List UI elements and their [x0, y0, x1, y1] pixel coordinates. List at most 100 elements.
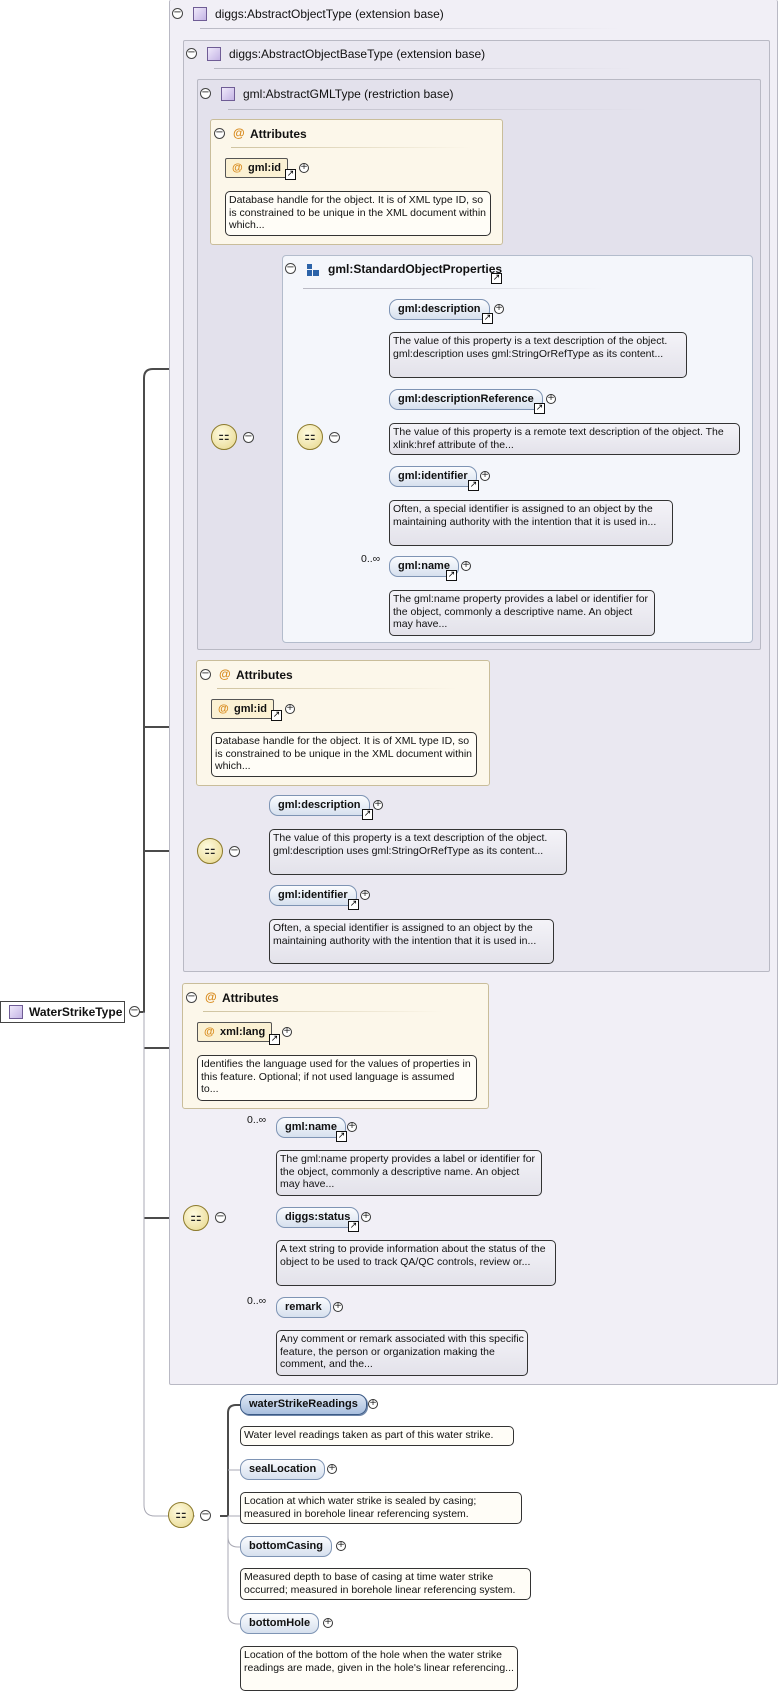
complex-type-icon — [193, 7, 207, 21]
attribute-gml-id[interactable]: @gml:id — [211, 699, 274, 719]
expand-plus-icon[interactable]: + — [373, 799, 383, 810]
documentation-note: Often, a special identifier is assigned … — [269, 919, 554, 964]
title-divider — [203, 1011, 443, 1012]
link-arrow-icon[interactable]: ↗ — [482, 313, 493, 324]
collapse-icon[interactable]: − — [214, 127, 225, 139]
element-diggs-status[interactable]: diggs:status — [276, 1207, 360, 1228]
occurrence-label: 0..∞ — [247, 1114, 267, 1126]
expand-plus-icon[interactable]: + — [361, 1211, 371, 1222]
complex-type-icon — [207, 47, 221, 61]
link-arrow-icon[interactable]: ↗ — [468, 480, 479, 491]
attribute-at-icon: @ — [233, 126, 245, 140]
expand-plus-icon[interactable]: + — [285, 703, 295, 714]
element-gml-identifier[interactable]: gml:identifier — [389, 466, 477, 487]
expand-plus-icon[interactable]: + — [323, 1617, 333, 1628]
expand-plus-icon[interactable]: + — [494, 303, 504, 314]
attribute-at-icon: @ — [218, 703, 229, 715]
collapse-icon[interactable]: − — [200, 668, 211, 680]
expand-plus-icon[interactable]: + — [480, 470, 490, 481]
expand-plus-icon[interactable]: + — [299, 162, 309, 173]
element-remark[interactable]: remark — [276, 1297, 331, 1318]
standard-object-properties-title: gml:StandardObjectProperties — [328, 262, 503, 276]
expand-plus-icon[interactable]: + — [327, 1463, 337, 1474]
documentation-note: Often, a special identifier is assigned … — [389, 500, 673, 546]
collapse-icon[interactable]: − — [243, 431, 254, 443]
abstract-object-base-type-title: diggs:AbstractObjectBaseType (extension … — [229, 47, 486, 61]
occurrence-label: 0..∞ — [361, 553, 381, 565]
element-seallocation[interactable]: sealLocation — [240, 1459, 326, 1480]
sequence-icon[interactable]: ⚏ — [211, 424, 237, 450]
link-arrow-icon[interactable]: ↗ — [446, 570, 457, 581]
element-bottomhole[interactable]: bottomHole — [240, 1613, 320, 1634]
expand-plus-icon[interactable]: + — [347, 1121, 357, 1132]
element-gml-name[interactable]: gml:name — [389, 556, 459, 577]
link-arrow-icon[interactable]: ↗ — [271, 710, 282, 721]
link-arrow-icon[interactable]: ↗ — [348, 899, 359, 910]
complex-type-icon — [9, 1005, 23, 1019]
title-divider — [303, 288, 603, 289]
attributes-title: Attributes — [236, 668, 293, 682]
link-arrow-icon[interactable]: ↗ — [285, 169, 296, 180]
documentation-note: A text string to provide information abo… — [276, 1240, 556, 1286]
documentation-note: Database handle for the object. It is of… — [211, 732, 477, 777]
element-gml-descriptionreference[interactable]: gml:descriptionReference — [389, 389, 543, 410]
documentation-note: Measured depth to base of casing at time… — [240, 1568, 531, 1600]
title-divider — [214, 68, 634, 69]
expand-plus-icon[interactable]: + — [282, 1026, 292, 1037]
element-gml-name[interactable]: gml:name — [276, 1117, 346, 1138]
collapse-icon[interactable]: − — [329, 431, 340, 443]
link-arrow-icon[interactable]: ↗ — [362, 809, 373, 820]
attribute-gml-id[interactable]: @ gml:id — [225, 158, 288, 178]
documentation-note: Location of the bottom of the hole when … — [240, 1646, 518, 1691]
sequence-icon[interactable]: ⚏ — [183, 1205, 209, 1231]
sequence-icon[interactable]: ⚏ — [297, 424, 323, 450]
link-arrow-icon[interactable]: ↗ — [269, 1034, 280, 1045]
title-divider — [217, 688, 457, 689]
sequence-icon[interactable]: ⚏ — [168, 1502, 194, 1528]
link-arrow-icon[interactable]: ↗ — [336, 1131, 347, 1142]
attribute-at-icon: @ — [204, 1026, 215, 1038]
attributes-title: Attributes — [222, 991, 279, 1005]
expand-plus-icon[interactable]: + — [336, 1540, 346, 1551]
expand-plus-icon[interactable]: + — [333, 1301, 343, 1312]
documentation-note: Water level readings taken as part of th… — [240, 1426, 514, 1446]
link-arrow-icon[interactable]: ↗ — [491, 273, 502, 284]
attributes-group: − @ Attributes @ xml:lang ↗ + Identifies … — [182, 983, 489, 1109]
documentation-note: The value of this property is a remote t… — [389, 423, 740, 455]
element-gml-description[interactable]: gml:description — [269, 795, 370, 816]
collapse-icon[interactable]: − — [172, 7, 183, 19]
attribute-name: gml:id — [248, 162, 281, 174]
documentation-note: The gml:name property provides a label o… — [389, 590, 655, 636]
occurrence-label: 0..∞ — [247, 1295, 267, 1307]
collapse-icon[interactable]: − — [200, 87, 211, 99]
attribute-xml-lang[interactable]: @ xml:lang — [197, 1022, 273, 1042]
title-divider — [200, 28, 620, 29]
expand-plus-icon[interactable]: + — [360, 889, 370, 900]
element-waterstrikereadings[interactable]: waterStrikeReadings — [240, 1394, 367, 1415]
collapse-icon[interactable]: − — [200, 1509, 211, 1521]
collapse-icon[interactable]: − — [186, 47, 197, 59]
collapse-icon[interactable]: − — [186, 991, 197, 1003]
expand-plus-icon[interactable]: + — [546, 393, 556, 404]
root-type-name: WaterStrikeType — [29, 1005, 123, 1019]
documentation-note: The gml:name property provides a label o… — [276, 1150, 542, 1196]
element-gml-description[interactable]: gml:description — [389, 299, 490, 320]
collapse-icon[interactable]: − — [285, 262, 296, 274]
abstract-object-type-title: diggs:AbstractObjectType (extension base… — [215, 7, 444, 21]
documentation-note: Identifies the language used for the val… — [197, 1055, 477, 1101]
attribute-at-icon: @ — [205, 990, 217, 1004]
attributes-group: − @ Attributes @gml:id ↗ + Database hand… — [196, 660, 490, 786]
collapse-icon[interactable]: − — [129, 1005, 140, 1017]
link-arrow-icon[interactable]: ↗ — [534, 403, 545, 414]
sequence-icon[interactable]: ⚏ — [197, 838, 223, 864]
element-bottomcasing[interactable]: bottomCasing — [240, 1536, 332, 1557]
collapse-icon[interactable]: − — [229, 845, 240, 857]
expand-plus-icon[interactable]: + — [368, 1398, 378, 1409]
collapse-icon[interactable]: − — [215, 1211, 226, 1223]
element-gml-identifier[interactable]: gml:identifier — [269, 885, 357, 906]
attribute-name: xml:lang — [220, 1026, 266, 1038]
expand-plus-icon[interactable]: + — [461, 560, 471, 571]
link-arrow-icon[interactable]: ↗ — [348, 1221, 359, 1232]
root-type-waterstriketype[interactable]: WaterStrikeType — [0, 1001, 125, 1023]
attribute-at-icon: @ — [232, 162, 243, 174]
